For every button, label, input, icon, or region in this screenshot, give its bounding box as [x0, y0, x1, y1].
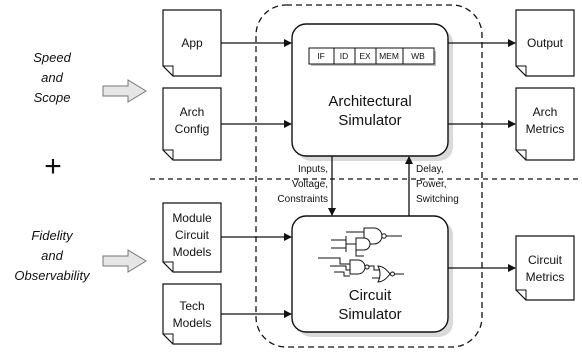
down-signal-line-2: Voltage,: [292, 179, 328, 190]
circuit-metrics-doc: Circuit Metrics: [515, 235, 575, 301]
tech-models-line-2: Models: [173, 316, 212, 330]
up-signal-line-2: Power,: [416, 179, 447, 190]
stage-if: IF: [317, 51, 325, 61]
logic-gates-icon: [318, 227, 404, 283]
speed-scope-line-2: and: [41, 70, 63, 85]
architectural-simulator-title-2: Simulator: [338, 112, 401, 129]
circuit-metrics-line-1: Circuit: [528, 253, 563, 267]
fidelity-line-3: Observability: [14, 268, 91, 283]
plus-sign: +: [44, 150, 62, 183]
output-doc: Output: [515, 9, 575, 77]
circuit-simulator-frame: [291, 215, 449, 333]
arch-metrics-line-1: Arch: [533, 105, 558, 119]
module-circuit-models-input-doc: Module Circuit Models: [162, 202, 222, 273]
module-circuit-models-line-2: Circuit: [175, 228, 210, 242]
stage-wb: WB: [411, 51, 425, 61]
app-label: App: [181, 36, 203, 50]
down-signal-label: Inputs, Voltage, Constraints: [277, 164, 328, 205]
fidelity-line-2: and: [41, 248, 63, 263]
tech-models-input-doc: Tech Models: [162, 283, 222, 345]
down-signal-line-1: Inputs,: [298, 164, 328, 175]
architectural-simulator-title-1: Architectural: [328, 93, 411, 110]
speed-scope-arrow: [102, 79, 147, 103]
speed-scope-line-1: Speed: [33, 50, 71, 65]
stage-ex: EX: [359, 51, 371, 61]
circuit-metrics-line-2: Metrics: [526, 270, 565, 284]
fidelity-observability-label: Fidelity and Observability: [14, 228, 91, 283]
output-label: Output: [527, 36, 564, 50]
app-input-doc: App: [162, 9, 222, 77]
up-signal-label: Delay, Power, Switching: [416, 164, 459, 205]
arch-config-line-1: Arch: [180, 105, 205, 119]
fidelity-line-1: Fidelity: [31, 228, 74, 243]
module-circuit-models-line-3: Models: [173, 245, 212, 259]
down-signal-line-3: Constraints: [277, 194, 328, 205]
up-signal-line-1: Delay,: [416, 164, 444, 175]
arch-config-input-doc: Arch Config: [162, 87, 222, 161]
fidelity-observability-arrow: [102, 249, 147, 273]
connection-arrows: [221, 39, 516, 318]
arch-metrics-doc: Arch Metrics: [515, 87, 575, 161]
circuit-simulator-box: Circuit Simulator: [291, 215, 453, 337]
up-signal-line-3: Switching: [416, 194, 459, 205]
framework-boundary: [255, 4, 483, 348]
pipeline-stages: IF ID EX MEM WB: [308, 47, 436, 66]
stage-id: ID: [340, 51, 349, 61]
module-circuit-models-line-1: Module: [172, 211, 212, 225]
circuit-simulator-title-2: Simulator: [338, 306, 401, 323]
stage-mem: MEM: [379, 51, 399, 61]
circuit-simulator-title-1: Circuit: [349, 287, 392, 304]
arch-metrics-line-2: Metrics: [526, 122, 565, 136]
arch-config-line-2: Config: [175, 122, 210, 136]
architectural-simulator-frame: [291, 23, 449, 157]
speed-scope-line-3: Scope: [34, 90, 71, 105]
speed-scope-label: Speed and Scope: [33, 50, 71, 105]
architectural-simulator-box: IF ID EX MEM WB Architectural Simulator: [291, 23, 453, 161]
tech-models-line-1: Tech: [179, 299, 204, 313]
